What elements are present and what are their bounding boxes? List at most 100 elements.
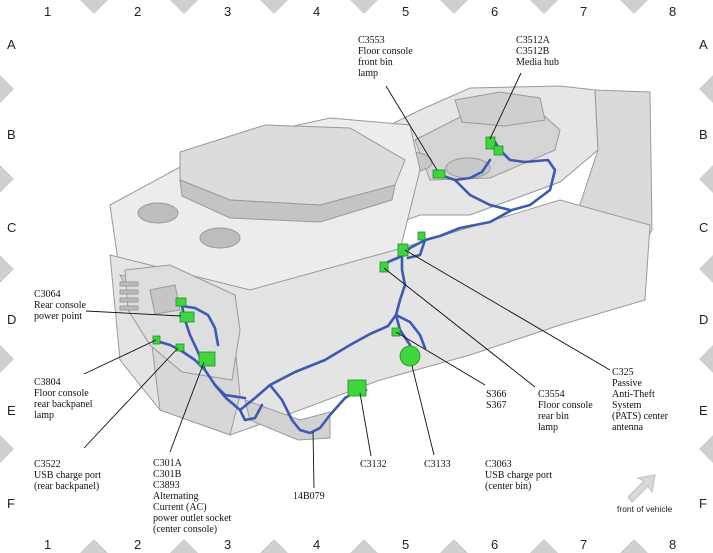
svg-text:Floor console: Floor console bbox=[358, 46, 413, 57]
callout-c325: C325 Passive Anti-Theft System (PATS) ce… bbox=[612, 367, 669, 433]
col-label-top: 2 bbox=[134, 4, 141, 19]
row-label-left: B bbox=[7, 127, 16, 142]
row-label-left: A bbox=[7, 37, 16, 52]
svg-text:14B079: 14B079 bbox=[293, 491, 325, 502]
connector-c325 bbox=[397, 243, 409, 257]
svg-text:Floor console: Floor console bbox=[538, 400, 593, 411]
row-label-right: A bbox=[699, 37, 708, 52]
connector-c3133 bbox=[399, 345, 421, 367]
row-label-right: F bbox=[699, 496, 707, 511]
svg-text:S367: S367 bbox=[486, 400, 507, 411]
callout-c3512: C3512A C3512B Media hub bbox=[516, 35, 559, 68]
col-label-bottom: 4 bbox=[313, 537, 320, 552]
svg-text:Rear console: Rear console bbox=[34, 300, 86, 311]
row-label-left: D bbox=[7, 312, 16, 327]
col-label-top: 4 bbox=[313, 4, 320, 19]
svg-text:C3063: C3063 bbox=[485, 459, 512, 470]
front-of-vehicle-label: front of vehicle bbox=[617, 504, 673, 514]
row-label-left: C bbox=[7, 220, 16, 235]
arrow-up-right-icon bbox=[627, 474, 656, 503]
col-label-bottom: 7 bbox=[580, 537, 587, 552]
svg-text:USB charge port: USB charge port bbox=[485, 470, 552, 481]
connector-c3064 bbox=[179, 311, 195, 323]
col-label-bottom: 6 bbox=[491, 537, 498, 552]
svg-text:antenna: antenna bbox=[612, 422, 644, 433]
col-label-top: 7 bbox=[580, 4, 587, 19]
connector-s366 bbox=[379, 261, 389, 273]
svg-text:C3893: C3893 bbox=[153, 480, 180, 491]
connectors bbox=[152, 136, 504, 397]
inner-frame bbox=[21, 21, 692, 532]
svg-text:C3064: C3064 bbox=[34, 289, 61, 300]
svg-text:C325: C325 bbox=[612, 367, 634, 378]
front-of-vehicle-indicator: front of vehicle bbox=[617, 474, 673, 514]
row-label-right: E bbox=[699, 403, 708, 418]
svg-text:C3554: C3554 bbox=[538, 389, 565, 400]
svg-text:C3132: C3132 bbox=[360, 459, 387, 470]
callout-c3132: C3132 bbox=[360, 459, 387, 470]
row-label-left: E bbox=[7, 403, 16, 418]
svg-text:(rear backpanel): (rear backpanel) bbox=[34, 481, 99, 492]
svg-text:Passive: Passive bbox=[612, 378, 643, 389]
svg-text:(center bin): (center bin) bbox=[485, 481, 531, 492]
col-label-bottom: 2 bbox=[134, 537, 141, 552]
svg-text:C301A: C301A bbox=[153, 458, 183, 469]
callout-c3063: C3063 USB charge port (center bin) bbox=[485, 459, 552, 492]
svg-text:Current (AC): Current (AC) bbox=[153, 502, 207, 513]
row-label-right: C bbox=[699, 220, 708, 235]
connector-c301a bbox=[198, 351, 216, 367]
svg-text:System: System bbox=[612, 400, 642, 411]
col-label-top: 1 bbox=[44, 4, 51, 19]
connector-c3132 bbox=[347, 379, 367, 397]
svg-text:C3522: C3522 bbox=[34, 459, 61, 470]
svg-text:lamp: lamp bbox=[358, 68, 378, 79]
connector-c3804 bbox=[152, 335, 161, 345]
connector-c3064-b bbox=[175, 297, 187, 307]
svg-text:rear backpanel: rear backpanel bbox=[34, 399, 93, 410]
svg-text:front bin: front bin bbox=[358, 57, 393, 68]
svg-text:Floor console: Floor console bbox=[34, 388, 89, 399]
svg-text:rear bin: rear bin bbox=[538, 411, 569, 422]
col-label-bottom: 8 bbox=[669, 537, 676, 552]
svg-text:C3512A: C3512A bbox=[516, 35, 551, 46]
callout-c3522: C3522 USB charge port (rear backpanel) bbox=[34, 459, 101, 492]
svg-text:(PATS) center: (PATS) center bbox=[612, 411, 669, 422]
col-label-top: 8 bbox=[669, 4, 676, 19]
col-label-top: 5 bbox=[402, 4, 409, 19]
connector-c3522 bbox=[175, 343, 185, 352]
callout-c3553: C3553 Floor console front bin lamp bbox=[358, 35, 413, 79]
callout-c3064: C3064 Rear console power point bbox=[34, 289, 86, 322]
col-label-bottom: 1 bbox=[44, 537, 51, 552]
grid-labels: 1 2 3 4 5 6 7 8 1 2 3 4 5 6 7 8 A B C D … bbox=[7, 4, 708, 552]
col-label-bottom: 5 bbox=[402, 537, 409, 552]
svg-text:lamp: lamp bbox=[538, 422, 558, 433]
row-label-right: D bbox=[699, 312, 708, 327]
svg-text:C3512B: C3512B bbox=[516, 46, 550, 57]
svg-text:Alternating: Alternating bbox=[153, 491, 199, 502]
floor-console-illustration bbox=[109, 85, 653, 441]
callout-c301a: C301A C301B C3893 Alternating Current (A… bbox=[153, 458, 232, 535]
col-label-top: 6 bbox=[491, 4, 498, 19]
svg-text:C3553: C3553 bbox=[358, 35, 385, 46]
row-label-left: F bbox=[7, 496, 15, 511]
col-label-top: 3 bbox=[224, 4, 231, 19]
callout-c3804: C3804 Floor console rear backpanel lamp bbox=[34, 377, 93, 421]
svg-text:S366: S366 bbox=[486, 389, 507, 400]
callout-14b079: 14B079 bbox=[293, 491, 325, 502]
connector-c3512b bbox=[493, 145, 504, 156]
callout-c3554: C3554 Floor console rear bin lamp bbox=[538, 389, 593, 433]
svg-text:lamp: lamp bbox=[34, 410, 54, 421]
svg-text:C301B: C301B bbox=[153, 469, 182, 480]
callout-s366: S366 S367 bbox=[486, 389, 507, 411]
svg-text:power outlet socket: power outlet socket bbox=[153, 513, 232, 524]
callout-c3133: C3133 bbox=[424, 459, 451, 470]
col-label-bottom: 3 bbox=[224, 537, 231, 552]
connector-c3063 bbox=[417, 231, 426, 241]
svg-text:Anti-Theft: Anti-Theft bbox=[612, 389, 655, 400]
svg-text:C3804: C3804 bbox=[34, 377, 61, 388]
svg-text:Media hub: Media hub bbox=[516, 57, 559, 68]
leader-lines bbox=[83, 72, 611, 489]
